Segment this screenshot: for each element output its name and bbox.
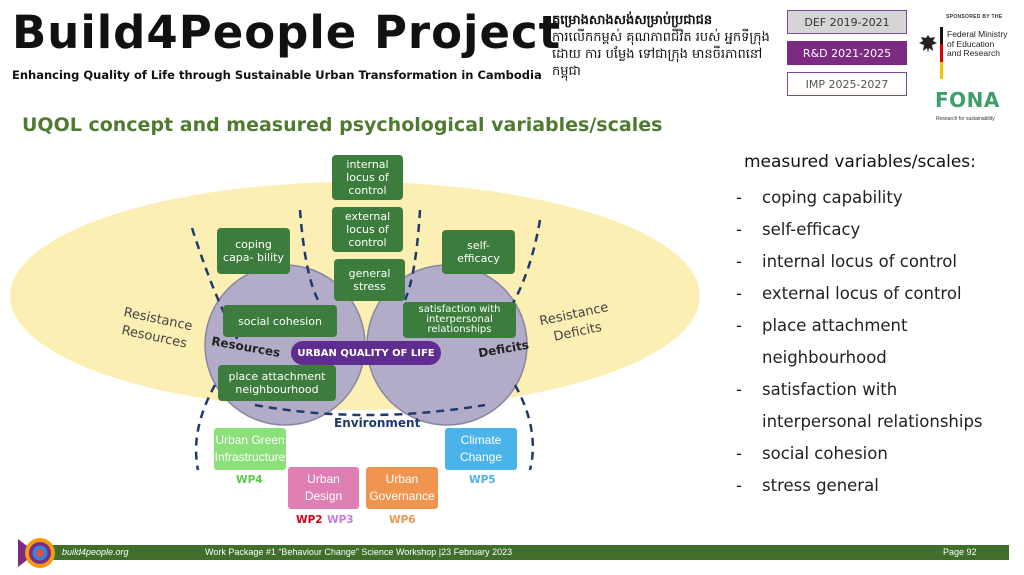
list-item: satisfaction with: [736, 374, 983, 406]
wp-climate-change: Climate Change: [445, 428, 517, 470]
uqol-label: URBAN QUALITY OF LIFE: [291, 341, 441, 365]
fona-logo: FONA: [935, 88, 1000, 112]
top-right-curve: [403, 209, 422, 301]
ministry-name: Federal Ministry of Education and Resear…: [947, 29, 1008, 59]
project-subtitle: Enhancing Quality of Life through Sustai…: [12, 68, 542, 82]
build4people-logo-icon: [18, 538, 55, 568]
phase-imp: IMP 2025-2027: [787, 72, 907, 96]
ministry-line2: of Education: [947, 38, 995, 49]
phase-rd: R&D 2021-2025: [787, 41, 907, 65]
fona-subtitle: Research for sustainability: [936, 116, 995, 122]
list-item-continuation: interpersonal relationships: [762, 412, 983, 431]
ministry-line1: Federal Ministry: [947, 29, 1008, 39]
list-item: social cohesion: [736, 438, 983, 470]
box-general-stress: general stress: [334, 259, 405, 301]
right-boundary-curve: [494, 219, 542, 331]
list-item-continuation: neighbourhood: [762, 348, 887, 367]
box-internal-locus: internal locus of control: [332, 155, 403, 200]
page-number: Page 92: [943, 547, 977, 557]
box-coping: coping capa- bility: [217, 228, 290, 274]
german-flag-icon: [940, 27, 943, 79]
box-place-attachment: place attachment neighbourhood: [218, 365, 336, 401]
ministry-line3: and Research: [947, 48, 1000, 58]
phase-def: DEF 2019-2021: [787, 10, 907, 34]
footer-bar: [34, 545, 1009, 560]
box-satisfaction: satisfaction with interpersonal relation…: [403, 302, 516, 338]
wp3-tag: WP3: [327, 514, 354, 526]
wp-urban-governance: Urban Governance: [366, 467, 438, 509]
wp-urban-green: Urban Green Infrastructure: [214, 428, 286, 470]
box-social-cohesion: social cohesion: [223, 305, 337, 337]
project-title: Build4People Project: [12, 6, 562, 59]
list-item: coping capability: [736, 182, 983, 214]
wp6-tag: WP6: [389, 514, 416, 526]
sponsor-label: SPONSORED BY THE: [946, 14, 1003, 20]
wp4-tag: WP4: [236, 474, 263, 486]
wp-urban-design: Urban Design: [288, 467, 359, 509]
left-boundary-curve: [190, 227, 240, 341]
footer-text: Work Package #1 “Behaviour Change” Scien…: [205, 547, 513, 557]
section-heading: UQOL concept and measured psychological …: [22, 114, 663, 136]
list-item: external locus of control: [736, 278, 983, 310]
top-left-curve: [298, 209, 320, 301]
wp2-tag: WP2: [296, 514, 323, 526]
khmer-title-line1: គម្រោងសាងសង់សម្រាប់ប្រជាជន: [552, 13, 713, 28]
wp5-tag: WP5: [469, 474, 496, 486]
list-item: self-efficacy: [736, 214, 983, 246]
box-self-efficacy: self- efficacy: [442, 230, 515, 274]
list-item: internal locus of control: [736, 246, 983, 278]
right-outer-curve: [513, 384, 535, 471]
environment-label: Environment: [334, 416, 421, 430]
box-external-locus: external locus of control: [332, 207, 403, 252]
variables-heading: measured variables/scales:: [744, 152, 976, 172]
left-outer-curve: [194, 384, 217, 471]
federal-eagle-icon: [919, 35, 937, 53]
footer-url[interactable]: build4people.org: [62, 547, 129, 557]
list-item: stress general: [736, 470, 983, 502]
variables-list: coping capability self-efficacy internal…: [736, 182, 983, 502]
khmer-title: គម្រោងសាងសង់សម្រាប់ប្រជាជន ការលើកកម្ពស់ …: [552, 12, 778, 80]
khmer-title-line2: ការលើកកម្ពស់ គុណភាពជីវិត របស់ អ្នកទីក្រុ…: [552, 30, 770, 79]
environment-curve: [254, 403, 486, 417]
list-item: place attachment: [736, 310, 983, 342]
